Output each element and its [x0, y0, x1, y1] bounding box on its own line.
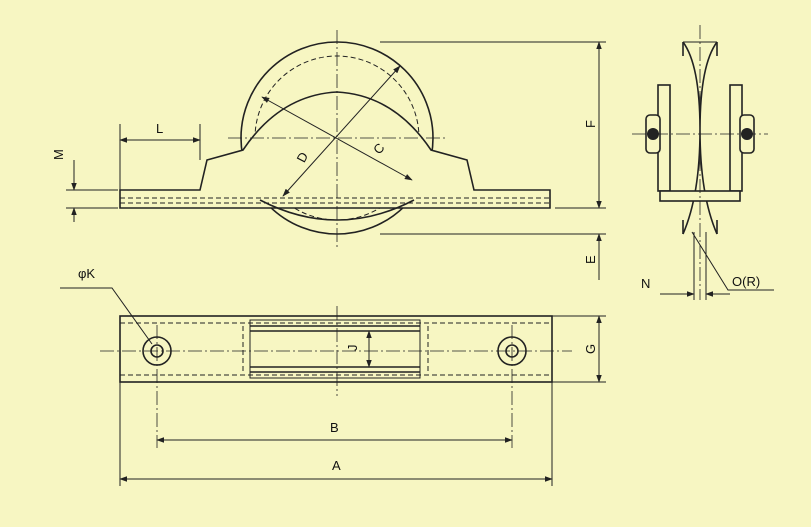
leader-K	[60, 287, 153, 345]
front-view: D C L M	[51, 30, 551, 248]
side-view: N O(R)	[632, 25, 774, 300]
label-B: B	[330, 420, 339, 435]
label-F: F	[583, 120, 598, 128]
plan-wheel-slot	[249, 319, 421, 379]
label-M: M	[51, 149, 66, 160]
dim-C-line	[282, 65, 401, 197]
base-plate	[119, 91, 551, 209]
dimension-f-e: F E	[380, 41, 606, 280]
label-O: O(R)	[732, 274, 760, 289]
leader-O	[691, 231, 774, 291]
label-G: G	[583, 344, 598, 354]
label-L: L	[156, 121, 163, 136]
label-J: J	[345, 345, 360, 352]
label-A: A	[332, 458, 341, 473]
plan-base-plate	[119, 315, 553, 383]
label-E: E	[583, 255, 598, 264]
plan-view: J φK G B A	[60, 266, 606, 486]
label-K: φK	[78, 266, 95, 281]
label-N: N	[641, 276, 650, 291]
